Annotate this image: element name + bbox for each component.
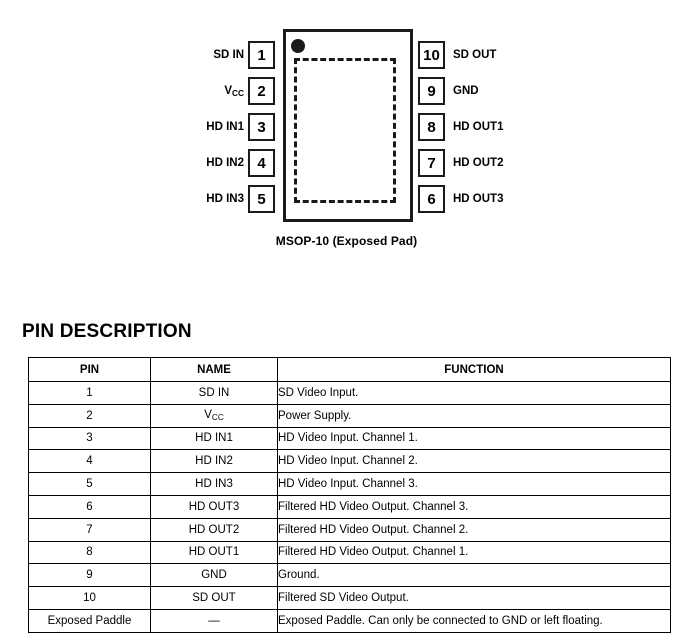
page-title: PIN DESCRIPTION xyxy=(22,321,192,342)
table-row: 5 HD IN3 HD Video Input. Channel 3. xyxy=(28,472,671,496)
pin-box-9: 9 xyxy=(418,77,445,105)
pin-box-6: 6 xyxy=(418,185,445,213)
cell-name: SD OUT xyxy=(150,586,278,610)
table-row: 9 GND Ground. xyxy=(28,563,671,588)
exposed-pad-dashed-outline xyxy=(294,58,396,203)
cell-name: — xyxy=(150,608,278,633)
cell-function: Ground. xyxy=(277,563,671,588)
cell-pin: 8 xyxy=(28,540,151,565)
pin-label-vcc: VCC xyxy=(224,85,244,98)
table-row: 6 HD OUT3 Filtered HD Video Output. Chan… xyxy=(28,494,671,519)
pin-label-sd-out: SD OUT xyxy=(453,49,497,61)
cell-name: HD OUT1 xyxy=(150,540,278,565)
package-body-outline xyxy=(283,29,413,222)
table-row: 10 SD OUT Filtered SD Video Output. xyxy=(28,586,671,610)
package-diagram: SD IN 1 VCC 2 HD IN1 3 HD IN2 4 HD IN3 5… xyxy=(0,0,694,265)
cell-name: HD IN2 xyxy=(150,449,278,474)
pin-label-gnd: GND xyxy=(453,85,479,97)
cell-pin: 6 xyxy=(28,494,151,519)
cell-function: Filtered HD Video Output. Channel 2. xyxy=(277,517,671,542)
table-row: 3 HD IN1 HD Video Input. Channel 1. xyxy=(28,426,671,451)
pin-label-hd-out2: HD OUT2 xyxy=(453,157,504,169)
cell-function: HD Video Input. Channel 2. xyxy=(277,449,671,474)
pin-box-7: 7 xyxy=(418,149,445,177)
pin-label-hd-in3: HD IN3 xyxy=(206,193,244,205)
pin-label-sd-in: SD IN xyxy=(213,49,244,61)
table-row: 1 SD IN SD Video Input. xyxy=(28,381,671,405)
column-header-function: FUNCTION xyxy=(277,357,671,382)
table-row: 8 HD OUT1 Filtered HD Video Output. Chan… xyxy=(28,540,671,565)
pin-box-8: 8 xyxy=(418,113,445,141)
cell-function: Exposed Paddle. Can only be connected to… xyxy=(277,608,671,633)
pin-label-hd-out3: HD OUT3 xyxy=(453,193,504,205)
vcc-subscript: CC xyxy=(232,88,244,98)
cell-pin: 2 xyxy=(28,403,151,428)
cell-name: GND xyxy=(150,563,278,588)
pin-box-1: 1 xyxy=(248,41,275,69)
cell-function: Power Supply. xyxy=(277,403,671,428)
pin-label-hd-in1: HD IN1 xyxy=(206,121,244,133)
cell-pin: Exposed Paddle xyxy=(28,608,151,633)
cell-name: HD OUT2 xyxy=(150,517,278,542)
cell-name: SD IN xyxy=(150,381,278,405)
cell-name: VCC xyxy=(150,403,278,428)
pin-box-10: 10 xyxy=(418,41,445,69)
column-header-name: NAME xyxy=(150,357,278,382)
table-header-row: PIN NAME FUNCTION xyxy=(28,357,671,382)
cell-function: Filtered HD Video Output. Channel 1. xyxy=(277,540,671,565)
cell-pin: 7 xyxy=(28,517,151,542)
pin-box-2: 2 xyxy=(248,77,275,105)
cell-pin: 10 xyxy=(28,586,151,610)
cell-pin: 1 xyxy=(28,381,151,405)
cell-name: HD IN1 xyxy=(150,426,278,451)
cell-function: HD Video Input. Channel 3. xyxy=(277,472,671,496)
pin-box-3: 3 xyxy=(248,113,275,141)
cell-pin: 4 xyxy=(28,449,151,474)
pin-label-hd-out1: HD OUT1 xyxy=(453,121,504,133)
pin-box-5: 5 xyxy=(248,185,275,213)
table-row: 7 HD OUT2 Filtered HD Video Output. Chan… xyxy=(28,517,671,542)
cell-pin: 9 xyxy=(28,563,151,588)
package-caption: MSOP-10 (Exposed Pad) xyxy=(275,234,418,248)
pin-description-table: PIN NAME FUNCTION 1 SD IN SD Video Input… xyxy=(28,357,671,633)
cell-pin: 5 xyxy=(28,472,151,496)
cell-function: Filtered HD Video Output. Channel 3. xyxy=(277,494,671,519)
cell-function: Filtered SD Video Output. xyxy=(277,586,671,610)
cell-name: HD IN3 xyxy=(150,472,278,496)
cell-pin: 3 xyxy=(28,426,151,451)
table-row: Exposed Paddle — Exposed Paddle. Can onl… xyxy=(28,608,671,633)
pin-box-4: 4 xyxy=(248,149,275,177)
column-header-pin: PIN xyxy=(28,357,151,382)
pin-label-hd-in2: HD IN2 xyxy=(206,157,244,169)
pin1-dot-icon xyxy=(291,39,305,53)
table-row: 2 VCC Power Supply. xyxy=(28,403,671,428)
cell-name: HD OUT3 xyxy=(150,494,278,519)
cell-function: HD Video Input. Channel 1. xyxy=(277,426,671,451)
vcc-subscript: CC xyxy=(211,413,224,423)
table-row: 4 HD IN2 HD Video Input. Channel 2. xyxy=(28,449,671,474)
cell-function: SD Video Input. xyxy=(277,381,671,405)
